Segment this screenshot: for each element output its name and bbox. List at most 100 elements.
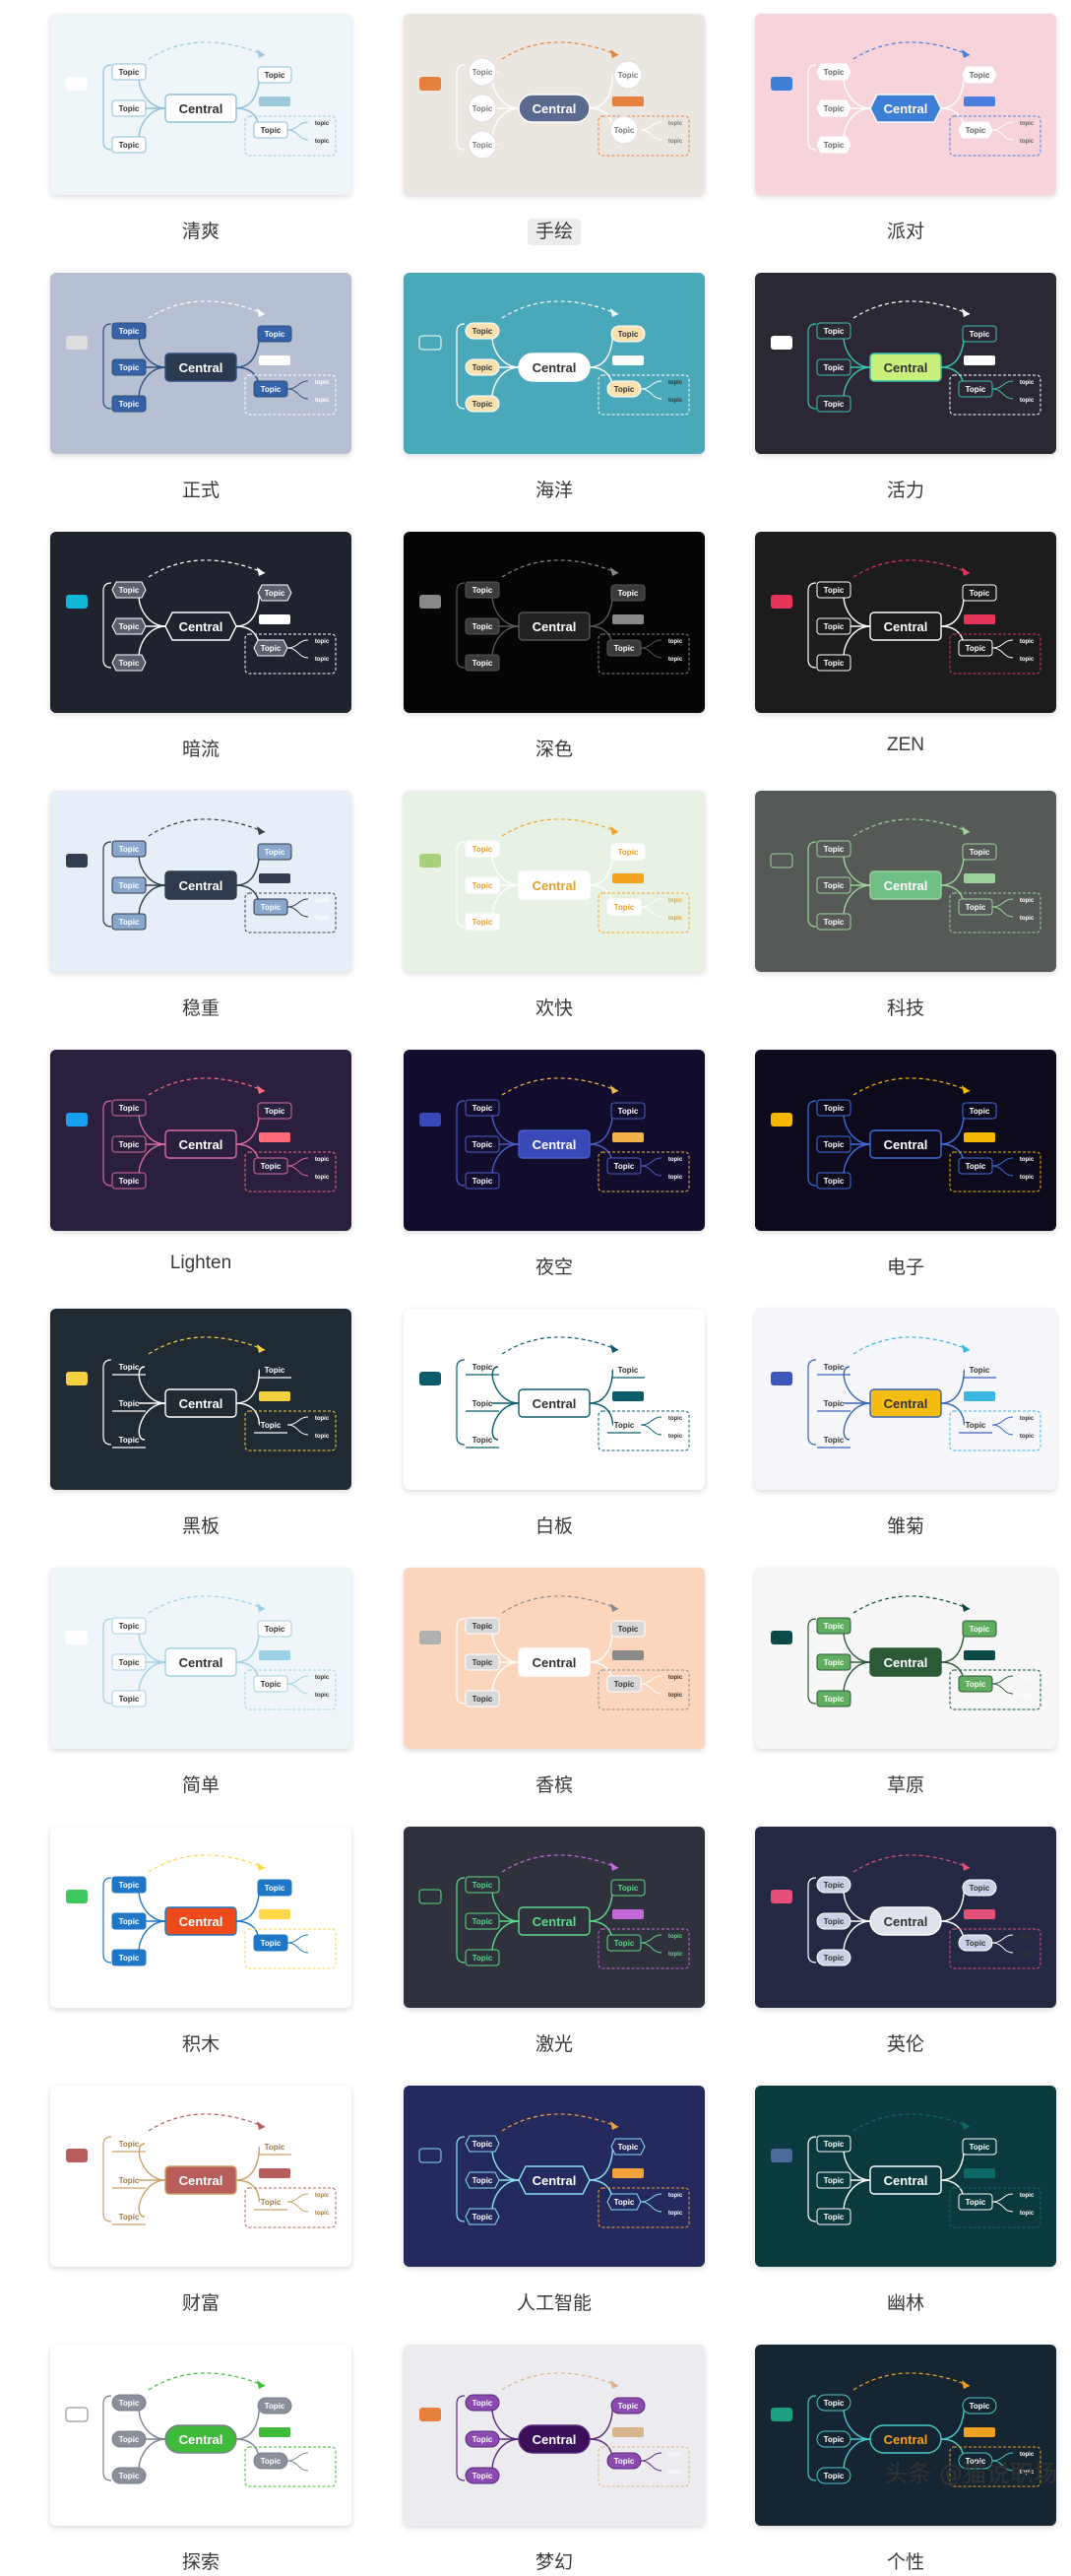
theme-name-label: 个性	[755, 2547, 1056, 2574]
subtopic-label: topic	[668, 1952, 683, 1958]
topic-label: Topic	[966, 2457, 986, 2466]
subtopic-label: topic	[315, 657, 330, 663]
theme-name-label: 梦幻	[404, 2547, 705, 2574]
central-node-label: Central	[533, 2432, 577, 2447]
theme-tag-icon	[419, 595, 441, 609]
central-node-shape	[518, 353, 591, 382]
floating-topic-bar	[612, 97, 644, 106]
subtopic-label: topic	[315, 1693, 330, 1699]
topic-label-shape	[111, 654, 147, 672]
subtopic-label: topic	[1020, 1934, 1035, 1940]
theme-name-text: 梦幻	[535, 2552, 573, 2573]
topic-label-shape	[111, 876, 147, 894]
topic-label-shape	[111, 1172, 147, 1190]
theme-tag-icon	[66, 1631, 88, 1644]
subtopic-label: topic	[315, 2470, 330, 2476]
theme-name-label: 财富	[50, 2288, 351, 2315]
theme-tag-icon	[770, 853, 793, 869]
subtopic-label: topic	[315, 380, 330, 386]
topic-label-shape	[816, 617, 851, 635]
central-node-shape	[869, 2165, 942, 2195]
topic-label-shape	[111, 1617, 147, 1635]
central-node-shape	[518, 1388, 591, 1418]
topic-label: Topic	[265, 71, 285, 80]
central-node-label: Central	[884, 1655, 928, 1670]
topic-label: Topic	[265, 1107, 285, 1116]
theme-name-text: 活力	[886, 481, 924, 501]
theme-name-text: 稳重	[181, 998, 220, 1019]
topic-label: Topic	[970, 589, 990, 598]
topic-label: Topic	[966, 385, 986, 394]
topic-label: Topic	[618, 330, 639, 339]
subtopic-label: topic	[315, 1157, 330, 1163]
subtopic-label: topic	[315, 916, 330, 922]
topic-label: Topic	[824, 400, 845, 409]
topic-label: Topic	[824, 2472, 845, 2480]
floating-topic-bar	[259, 873, 290, 883]
topic-label-shape	[465, 617, 500, 635]
topic-label: Topic	[472, 2399, 493, 2408]
floating-topic-bar	[612, 2427, 644, 2437]
topic-label: Topic	[261, 1680, 282, 1689]
theme-tag-icon	[66, 1890, 88, 1903]
subtopic-label: topic	[668, 1175, 683, 1181]
topic-label-shape	[465, 395, 500, 413]
theme-name-label: 欢快	[404, 994, 705, 1020]
mindmap-preview: TopicTopicTopicTopicTopictopictopicCentr…	[66, 1077, 337, 1192]
topic-label: Topic	[472, 881, 493, 890]
topic-label-shape	[816, 395, 851, 413]
subtopic-label: topic	[315, 2193, 330, 2199]
theme-tag-icon	[771, 1113, 792, 1127]
topic-label: Topic	[614, 1421, 635, 1430]
mindmap-preview: TopicTopicTopicTopicTopictopictopicCentr…	[771, 1336, 1041, 1451]
topic-label: Topic	[265, 589, 285, 598]
topic-label: Topic	[824, 1104, 845, 1113]
topic-label: Topic	[265, 848, 285, 857]
theme-tag-icon	[419, 77, 441, 91]
central-node-label: Central	[533, 101, 577, 116]
theme-tag-icon	[418, 2148, 442, 2163]
topic-label: Topic	[618, 2143, 639, 2152]
topic-label-shape	[962, 843, 997, 861]
central-node-shape	[164, 2424, 237, 2454]
topic-label: Topic	[824, 1399, 845, 1408]
subtopic-label: topic	[315, 121, 330, 127]
topic-label-shape	[465, 2430, 500, 2448]
topic-label: Topic	[119, 363, 140, 372]
mindmap-preview: TopicTopicTopicTopicTopictopictopicCentr…	[66, 300, 337, 416]
topic-label: Topic	[618, 1107, 639, 1116]
central-node-shape	[518, 1129, 591, 1159]
theme-tag-icon	[66, 1372, 88, 1385]
topic-label: Topic	[472, 1140, 493, 1149]
